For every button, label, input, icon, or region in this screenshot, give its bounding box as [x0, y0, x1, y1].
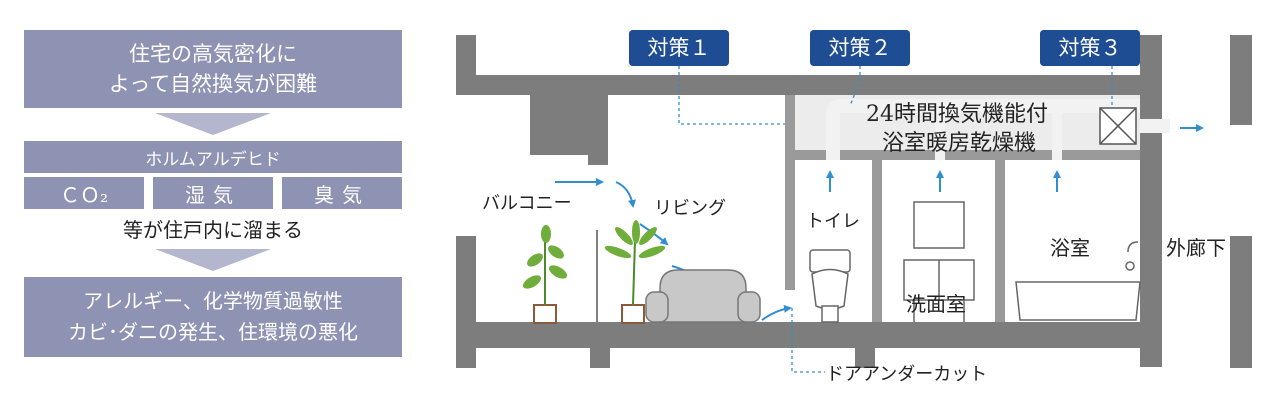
pill-humidity-text: 湿気 — [185, 182, 241, 207]
toilet-label: トイレ — [806, 211, 860, 232]
flow-box-airtight: 住宅の高気密化に よって自然換気が困難 — [24, 30, 402, 108]
pill-odor-text: 臭気 — [314, 182, 370, 207]
ceiling-board — [785, 150, 1140, 160]
exhaust-duct — [826, 99, 1140, 160]
measure-1-label: 対策１ — [629, 30, 729, 66]
column-foot-2 — [855, 348, 875, 368]
bathroom-label: 浴室 — [1050, 236, 1090, 260]
toilet-icon — [809, 249, 851, 323]
building-walls — [456, 35, 1252, 368]
wall-left-top — [456, 35, 476, 75]
flow-box-health-line1: アレルギー、化学物質過敏性 — [83, 289, 343, 313]
pill-odor: 臭気 — [282, 177, 402, 209]
exhaust-fan-unit — [1099, 107, 1137, 145]
flow-arrow-1 — [155, 113, 271, 135]
device-label-line1: 24時間換気機能付 — [866, 102, 1048, 127]
wall-right-bottom — [1230, 236, 1252, 368]
sofa-icon — [645, 269, 761, 323]
wall-right-top — [1230, 35, 1252, 125]
partition-wash-bath — [995, 160, 1005, 322]
wall-left-bottom — [456, 236, 476, 368]
beam-left-drop — [588, 95, 608, 165]
flow-box-airtight-line2: よって自然換気が困難 — [108, 72, 318, 96]
flow-box-health: アレルギー、化学物質過敏性 カビ･ダニの発生、住環境の悪化 — [24, 277, 402, 357]
pill-co2: ＣＯ₂ — [24, 177, 144, 209]
pill-co2-text: ＣＯ₂ — [59, 182, 109, 207]
measure-2-label: 対策２ — [810, 30, 910, 66]
plant-2-icon — [604, 220, 666, 324]
accumulate-text: 等が住戸内に溜まる — [123, 218, 303, 242]
flow-box-health-line2: カビ･ダニの発生、住環境の悪化 — [68, 320, 358, 344]
flow-arrow-2 — [155, 249, 271, 271]
slab-bottom — [456, 322, 1146, 348]
flow-box-formaldehyde: ホルムアルデヒド — [24, 141, 402, 173]
flow-box-formaldehyde-text: ホルムアルデヒド — [145, 149, 281, 170]
partition-toilet-left — [785, 95, 795, 290]
column-foot-1 — [590, 348, 610, 368]
washroom-label: 洗面室 — [906, 292, 966, 316]
door-undercut-label: ドアアンダーカット — [826, 364, 988, 385]
plant-1-icon — [522, 225, 568, 324]
wall-corridor — [1140, 35, 1162, 367]
partitions — [785, 95, 1005, 322]
living-label: リビング — [654, 198, 726, 219]
measure-3-label: 対策３ — [1040, 30, 1140, 66]
pill-humidity: 湿気 — [153, 177, 273, 209]
ventilation-section-diagram — [456, 30, 1252, 373]
washbasin-icon — [903, 201, 975, 322]
bathtub-icon — [1015, 241, 1141, 321]
device-label-line2: 浴室暖房乾燥機 — [882, 131, 1037, 156]
partition-toilet-wash — [872, 160, 882, 322]
beam-left — [530, 95, 590, 155]
corridor-label: 外廊下 — [1166, 236, 1226, 260]
flow-box-airtight-line1: 住宅の高気密化に — [129, 42, 297, 66]
balcony-label: バルコニー — [482, 193, 572, 214]
slab-top — [456, 75, 1146, 95]
